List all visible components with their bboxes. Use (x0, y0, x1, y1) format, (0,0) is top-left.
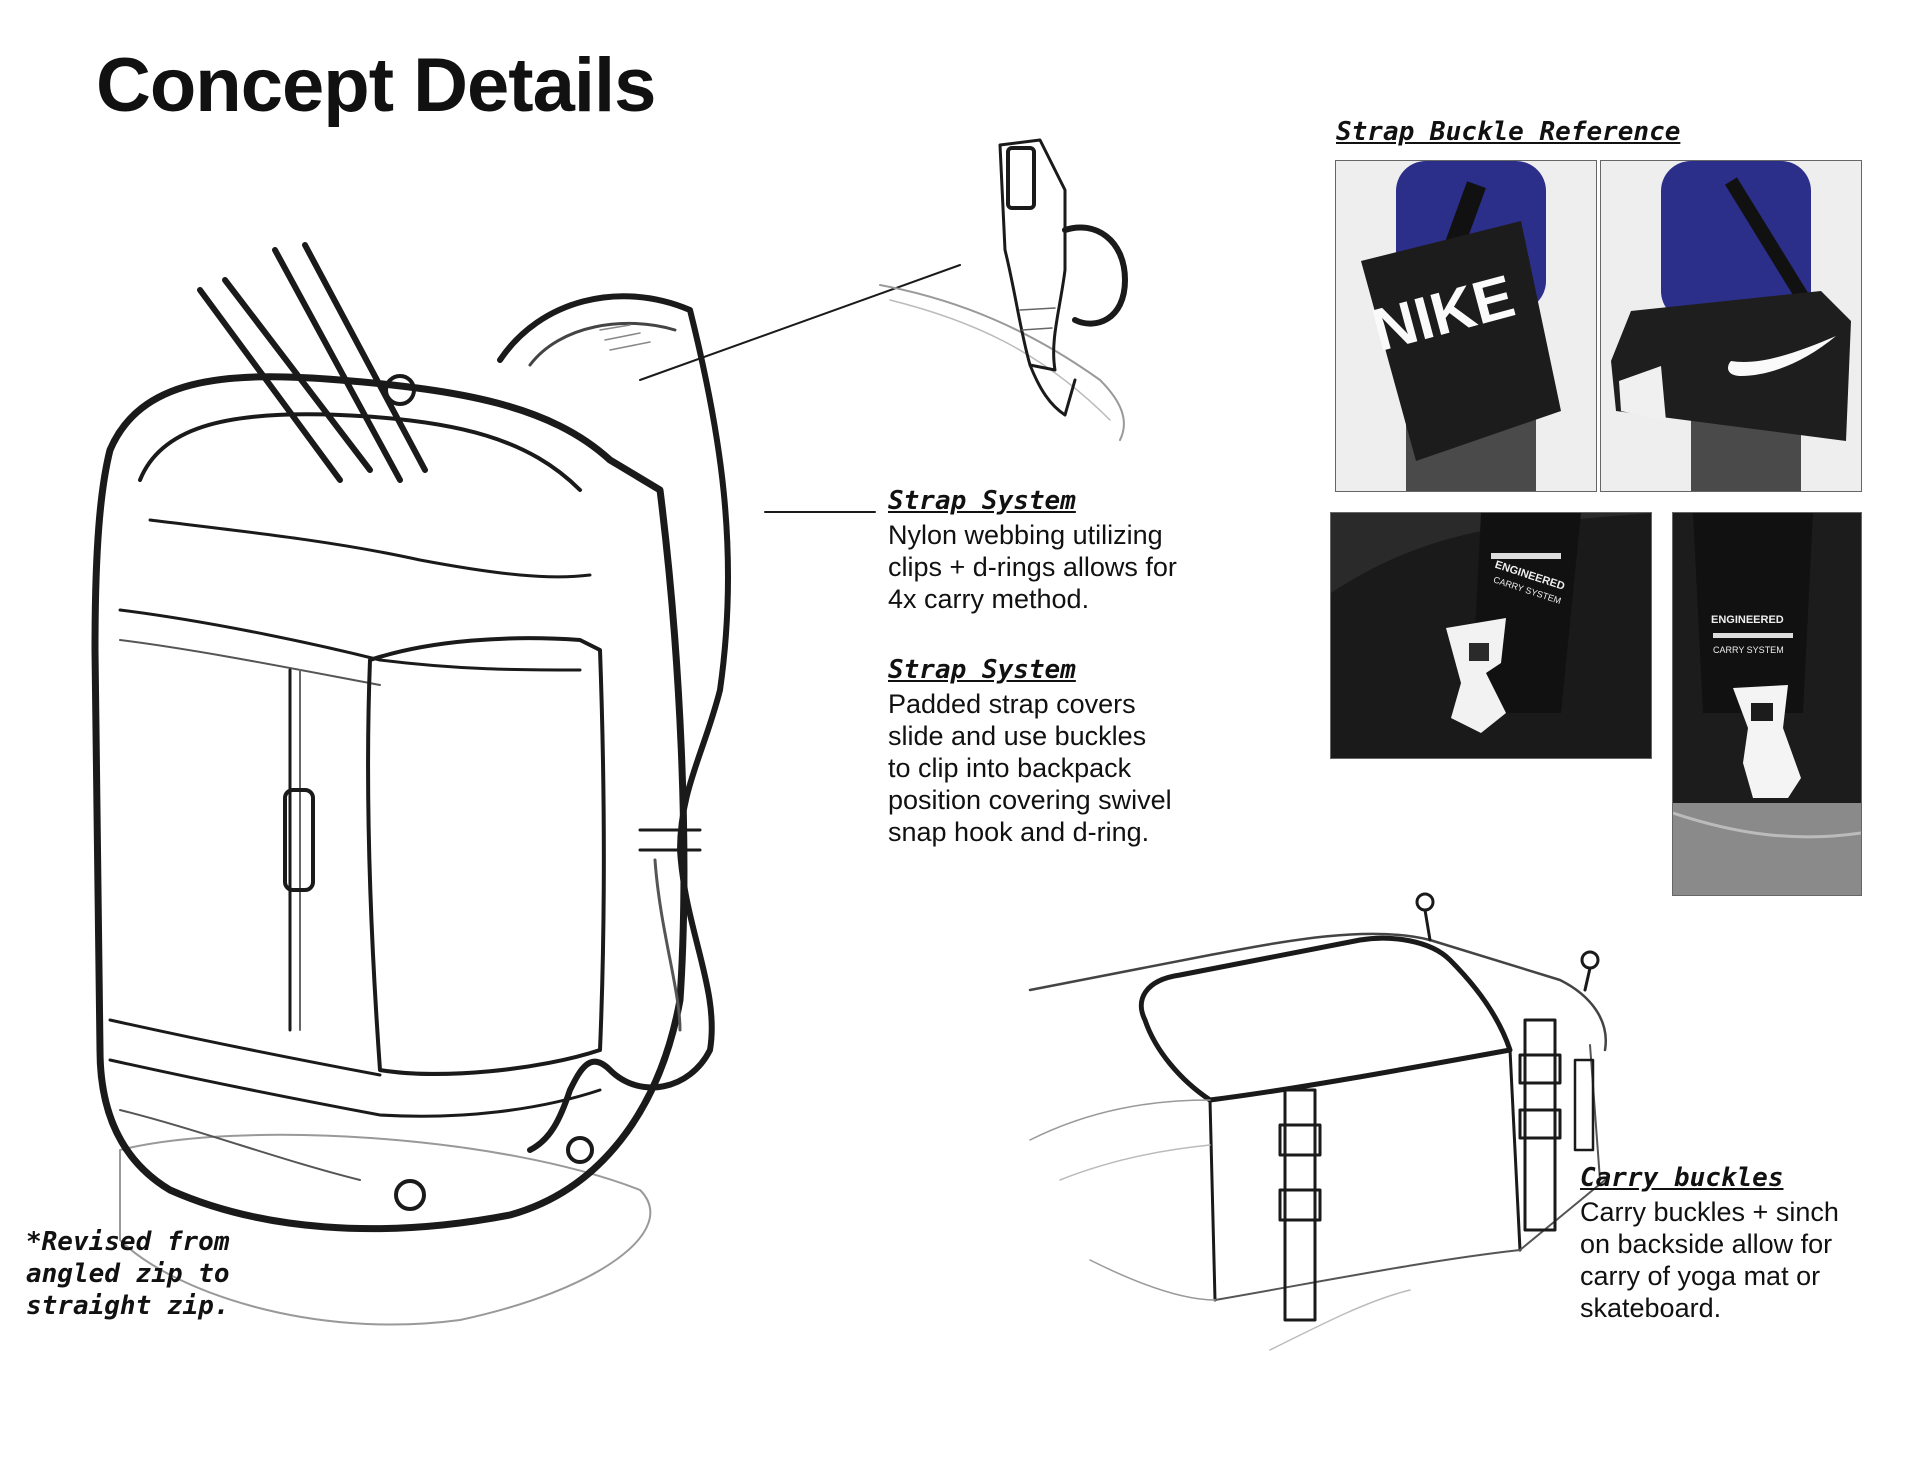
reference-heading: Strap Buckle Reference (1336, 117, 1681, 147)
callout-heading: Strap System (888, 486, 1076, 516)
reference-photo-shoulder-carry: NIKE (1335, 160, 1597, 492)
callout-heading: Strap System (888, 655, 1076, 685)
snap-hook-sketch (879, 130, 1140, 450)
page-title: Concept Details (96, 43, 656, 128)
carry-buckles-sketch (1028, 880, 1620, 1351)
callout-strap-system-1: Strap System Nylon webbing utilizing cli… (888, 486, 1177, 615)
reference-photo-duffel-carry (1600, 160, 1862, 492)
callout-body: Carry buckles + sinch on backside allow … (1580, 1196, 1839, 1323)
callout-strap-system-2: Strap System Padded strap covers slide a… (888, 655, 1172, 848)
backpack-sketch (80, 230, 961, 1360)
buckle-icon-2 (1733, 685, 1801, 798)
buckle-label-2a: ENGINEERED (1711, 614, 1784, 626)
reference-photo-buckle-closeup-2: ENGINEERED CARRY SYSTEM (1672, 512, 1862, 896)
buckle-label-2b: CARRY SYSTEM (1713, 645, 1784, 655)
callout-heading: Carry buckles (1580, 1163, 1784, 1193)
reference-photo-buckle-closeup-1: ENGINEERED CARRY SYSTEM (1330, 512, 1652, 759)
buckle-icon (1446, 618, 1506, 733)
swoosh-icon (1728, 336, 1836, 376)
callout-body: Padded strap covers slide and use buckle… (888, 688, 1172, 847)
callout-body: Nylon webbing utilizing clips + d-rings … (888, 519, 1177, 614)
callout-carry-buckles: Carry buckles Carry buckles + sinch on b… (1580, 1163, 1839, 1324)
revision-note: *Revised from angled zip to straight zip… (26, 1227, 230, 1321)
